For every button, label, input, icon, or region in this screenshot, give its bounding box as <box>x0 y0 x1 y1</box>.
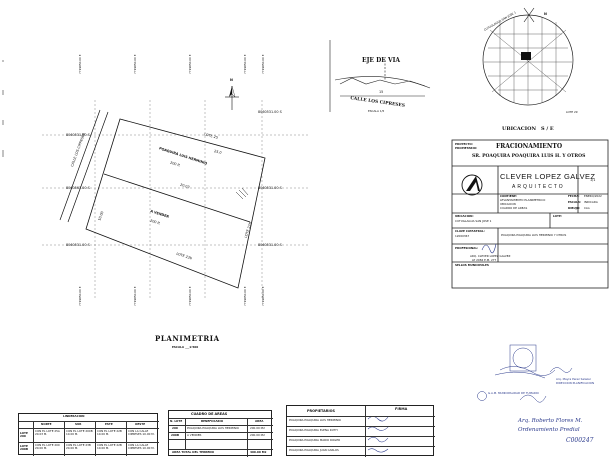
limits-cell: LOTE 200B <box>20 444 28 452</box>
areas-cell: POAQUIRA POAQUIRA LUIS HERMINIO <box>187 426 239 430</box>
owners-title: PROPIETARIOS <box>307 409 335 413</box>
muni-office: G.A.M. MUNICIPALIDAD DE TUMARIO <box>488 391 539 395</box>
muni-signer: Arq. Mayra Perez Salazar <box>556 377 591 381</box>
tb-owner-label: PROPIETARIO: <box>455 146 478 150</box>
tb-contents-item: UBICACION <box>500 202 516 206</box>
plan-coord-label: 7719850.00 E <box>78 54 82 74</box>
tb-lote-label: LOTE: <box>553 214 562 218</box>
limits-cell: CON EL LOTE 25A 20.03 M. <box>35 429 60 437</box>
owner-name: POAQUIRA POAQUIRA MARIO ROGER <box>289 438 341 442</box>
plan-coord-label: 7719850.00 E <box>78 286 82 306</box>
tb-prof-reg: LP 2984 E.M. 277 <box>472 258 497 262</box>
tb-contents-label: CONTIENE: <box>500 194 517 198</box>
location-label: UBICACION <box>502 126 537 132</box>
north-label: N <box>230 78 233 82</box>
plan-coord-label: 7719850.00 E <box>261 54 265 74</box>
tb-drawing: CLG <box>584 206 590 210</box>
location-lote: LOTE 29 <box>566 110 578 114</box>
tb-scale: INDICADA <box>584 200 598 204</box>
plan-coord-label: 7719850.00 E <box>133 54 137 74</box>
limits-cell: CON LA CALLE CIPRESES 10.00 M. <box>128 429 155 437</box>
tb-title: FRACIONAMIENTO <box>496 143 563 150</box>
limits-table: LINDERACION NORTE SUR ESTE OESTE LOTE 20… <box>18 413 159 456</box>
owner-name: POAQUIRA POAQUIRA LUIS HERMINIO <box>289 418 341 422</box>
muni-signer-role: DIRECCION PLANIFICACION <box>556 381 595 385</box>
limits-header: SUR <box>75 422 82 426</box>
areas-header: AREA <box>255 419 264 423</box>
limits-cell: CON EL LOTE 23B 20.00 M. <box>66 443 91 451</box>
limits-header: NORTE <box>41 422 52 426</box>
location-page: S / E <box>541 126 554 132</box>
tb-location-label: UBICACION: <box>455 214 474 218</box>
tb-drawing-label: DIBUJO: <box>568 206 581 210</box>
limits-header: OESTE <box>135 422 146 426</box>
plan-coord-label: 7719850.00 E <box>188 54 192 74</box>
limits-cell: CON EL LOTE 200 20.00 M. <box>35 443 60 451</box>
tb-seal-label: SELLOS MUNICIPALES <box>455 263 489 267</box>
tb-role: ARQUITECTO <box>512 184 565 190</box>
plan-coord-label: 8060531.00 S <box>258 243 282 247</box>
tb-date: ENERO/2022 <box>584 194 602 198</box>
plan-coord-label: 8060531.00 S <box>258 186 282 190</box>
limits-cell: CON LA CALLE CIPRESES 10.00 M. <box>128 443 155 451</box>
limits-cell: LOTE 200 <box>20 431 28 439</box>
tb-scale-label: ESCALA: <box>568 200 582 204</box>
owner-name: POAQUIRA POAQUIRA ELENA RUTH <box>289 428 338 432</box>
tb-architect: CLEVER LOPEZ GALVEZ <box>500 172 596 181</box>
plan-coord-label: 7719850.00 E <box>261 286 265 306</box>
plan-coord-label: 7719850.00 E <box>188 286 192 306</box>
areas-table: CUADRO DE AREAS N. LOTE BENEFICIARIO ARE… <box>168 410 273 457</box>
tb-prof-stamp: ARQ. CLEVER LOPEZ GALVEZ <box>470 254 511 258</box>
limits-cell: CON EL LOTE 200B 10.00 M. <box>66 429 93 437</box>
areas-cell: 200.00 M2 <box>250 426 265 430</box>
muni-note2: Ordenamiento Predial <box>518 427 580 433</box>
tb-key-label: CLAVE CATASTRAL: <box>455 229 485 233</box>
limits-title: LINDERACION <box>63 414 85 418</box>
plan-coord-label: 8060531.00 S <box>258 110 282 114</box>
muni-code: C000247 <box>566 437 594 444</box>
plan-coord-label: 7719850.00 E <box>133 286 137 306</box>
tb-sheet: 1/1 <box>590 178 596 182</box>
street-section-title: EJE DE VIA <box>362 57 401 64</box>
owners-table: PROPIETARIOS FIRMA POAQUIRA POAQUIRA LUI… <box>286 405 435 457</box>
muni-note: Arq. Roberto Flores M. <box>518 418 583 424</box>
areas-cell: 200B <box>171 433 179 437</box>
tb-project-label: PROYECTO: <box>455 142 473 146</box>
areas-title: CUADRO DE AREAS <box>191 412 228 416</box>
plan-coord-label: 7719850.00 E <box>243 54 247 74</box>
plan-coord-label: 8060531.00 S <box>66 243 90 247</box>
firm-title: FIRMA <box>395 407 408 411</box>
areas-cell: 200.00 M2 <box>250 433 265 437</box>
areas-header: N. LOTE <box>170 419 183 423</box>
limits-cell: CON EL LOTE 22B 10.00 M. <box>97 429 122 437</box>
tb-key: 12000367 <box>455 234 470 238</box>
street-section-scale: ESCALA 1/5 <box>368 109 385 113</box>
plan-title: PLANIMETRIA <box>155 334 220 343</box>
areas-header: BENEFICIARIO <box>201 419 224 423</box>
limits-header: ESTE <box>105 422 113 426</box>
tb-subtitle: SR. POAQUIRA POAQUIRA LUIS H. Y OTROS <box>472 154 586 159</box>
tb-date-label: FECHA: <box>568 194 580 198</box>
plan-coord-label: 8060531.00 S <box>66 133 90 137</box>
plan-coord-label: 8060561.00 S <box>66 186 90 190</box>
street-section-width: 15 <box>379 90 384 94</box>
limits-cell: CON EL LOTE 22B 10.00 M. <box>97 443 122 451</box>
areas-cell: A VENDER <box>187 433 202 437</box>
plan-coord-label: 7719850.00 E <box>243 286 247 306</box>
tb-location: CUTUGLAGUA SAN JOSE 1 <box>455 219 492 223</box>
location-north: N <box>544 12 547 16</box>
tb-owner-name: POAQUIRA POAQUIRA LUIS HERMINIO Y OTROS <box>501 233 567 237</box>
tb-prof-label: PROFESIONAL: <box>455 246 479 250</box>
areas-cell: 200 <box>172 426 178 430</box>
tb-contents-item: LEVANTAMIENTO PLANIMETRICO <box>500 198 546 202</box>
tb-contents-item: CUADRO DE AREAS <box>500 206 528 210</box>
owner-name: POAQUIRA POAQUIRA JUAN CARLOS <box>289 448 339 452</box>
areas-total: 400.00 M2 <box>250 450 267 454</box>
areas-total-label: AREA TOTAL DEL TERRENO <box>172 450 215 454</box>
plan-scale: ESCALA ___1:500 <box>172 345 199 349</box>
